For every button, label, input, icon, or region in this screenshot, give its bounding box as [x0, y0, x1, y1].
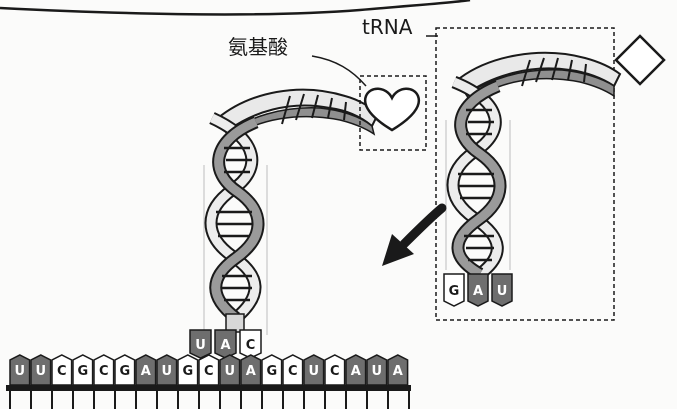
bound-anticodon-base-0-letter: U — [195, 338, 206, 353]
mrna-base-2: C — [52, 355, 72, 385]
mrna-base-0-letter: U — [15, 364, 26, 379]
amino-acid-label-leader — [312, 56, 366, 86]
amino-acid-label: 氨基酸 — [228, 35, 288, 59]
mrna-base-10: U — [220, 355, 240, 385]
mrna-base-10-letter: U — [225, 364, 236, 379]
mrna-base-14: U — [304, 355, 324, 385]
trna-free-helix — [453, 82, 500, 274]
mrna-base-6-letter: A — [141, 364, 151, 379]
mrna-base-3-letter: G — [77, 364, 88, 379]
bound-anticodon-base-1: A — [215, 330, 236, 358]
free-anticodon-base-0: G — [444, 274, 464, 306]
mrna-base-8-letter: G — [182, 364, 193, 379]
mrna-base-4-letter: C — [99, 364, 109, 379]
mrna-base-5-letter: G — [119, 364, 130, 379]
mrna-base-2-letter: C — [57, 364, 67, 379]
mrna-base-15-letter: C — [330, 364, 340, 379]
mrna-base-11-letter: A — [246, 364, 256, 379]
bound-anticodon-base-0: U — [190, 330, 211, 358]
mrna-base-12: G — [262, 355, 282, 385]
mrna-base-9-letter: C — [204, 364, 214, 379]
mrna-base-14-letter: U — [309, 364, 320, 379]
bound-anticodon-base-2: C — [240, 330, 261, 358]
mrna-base-5: G — [115, 355, 135, 385]
mrna-base-1-letter: U — [36, 364, 47, 379]
mrna-backbone — [6, 385, 411, 391]
trna-label: tRNA — [362, 15, 413, 39]
trna-free — [446, 53, 620, 274]
mrna-base-4: C — [94, 355, 114, 385]
free-anticodon-base-2: U — [492, 274, 512, 306]
mrna-base-15: C — [325, 355, 345, 385]
mrna-base-17: U — [367, 355, 387, 385]
free-anticodon-base-2-letter: U — [497, 284, 508, 299]
mrna-base-16-letter: A — [351, 364, 361, 379]
free-anticodon-base-1: A — [468, 274, 488, 306]
movement-arrow — [382, 208, 442, 266]
mrna-base-0: U — [10, 355, 30, 385]
free-anticodon-base-1-letter: A — [473, 284, 483, 299]
mrna-base-17-letter: U — [372, 364, 383, 379]
mrna-base-3: G — [73, 355, 93, 385]
mrna-base-18-letter: A — [393, 364, 403, 379]
mrna-base-13-letter: C — [288, 364, 298, 379]
bound-anticodon-base-2-letter: C — [246, 338, 256, 353]
mrna-base-9: C — [199, 355, 219, 385]
mrna-base-1: U — [31, 355, 51, 385]
mrna-base-8: G — [178, 355, 198, 385]
mrna-base-18: A — [388, 355, 408, 385]
mrna-base-11: A — [241, 355, 261, 385]
amino-acid-diamond-shape — [616, 36, 664, 84]
trna-bound-helix — [211, 118, 258, 318]
mrna-base-13: C — [283, 355, 303, 385]
free-anticodon-base-0-letter: G — [449, 284, 460, 299]
bound-anticodon-base-1-letter: A — [220, 338, 230, 353]
top-curve-line — [0, 0, 470, 14]
trna-bound — [204, 90, 378, 335]
mrna-base-7: U — [157, 355, 177, 385]
mrna-base-6: A — [136, 355, 156, 385]
mrna-base-7-letter: U — [162, 364, 173, 379]
mrna-base-12-letter: G — [266, 364, 277, 379]
mrna-base-16: A — [346, 355, 366, 385]
